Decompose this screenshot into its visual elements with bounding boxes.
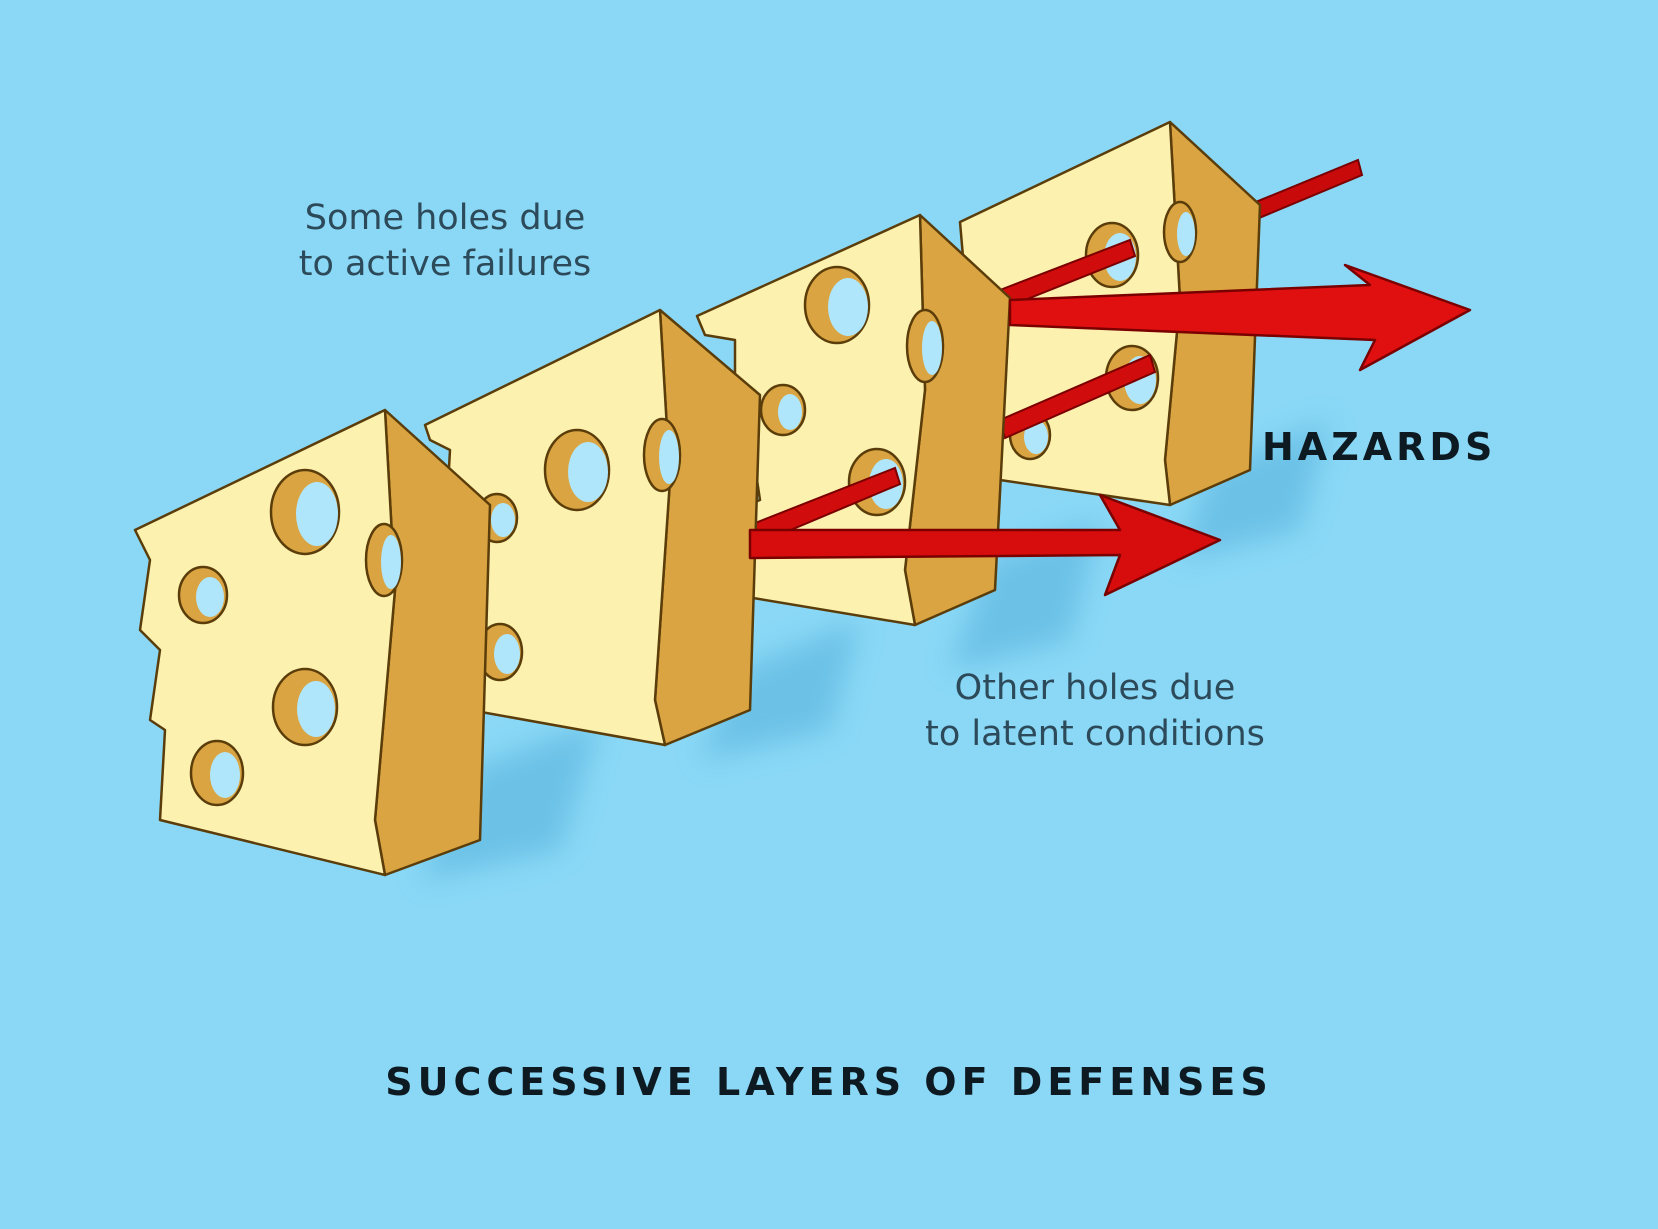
hazard-arrow-upper (1008, 263, 1472, 372)
hazard-arrow-lower (748, 493, 1222, 597)
active-failures-label: Some holes due to active failures (298, 198, 592, 284)
diagram-caption: SUCCESSIVE LAYERS OF DEFENSES (385, 1060, 1273, 1104)
cheese-slice-1 (133, 408, 492, 877)
hazards-label: HAZARDS (1262, 425, 1497, 469)
latent-conditions-label: Other holes due to latent conditions (925, 668, 1265, 754)
cheese-shadows (420, 420, 1330, 880)
